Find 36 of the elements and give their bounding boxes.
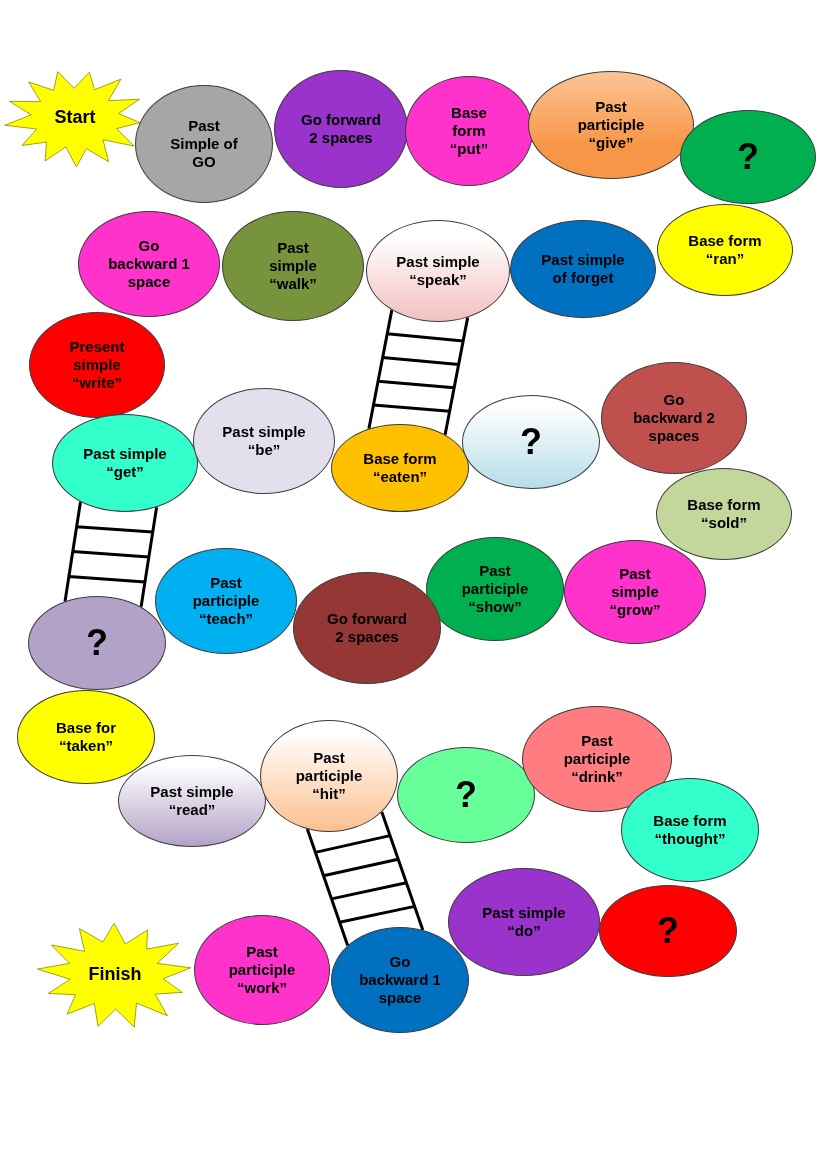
space-text: Go backward 1 space	[107, 237, 191, 291]
space-text: Past participle “drink”	[562, 732, 632, 786]
space-text: Base form “put”	[448, 104, 490, 158]
space-text: ?	[85, 621, 109, 665]
space-text: Past participle “give”	[576, 98, 646, 152]
ladder	[63, 500, 159, 609]
starburst-text: Finish	[87, 964, 143, 986]
space-text: Past participle “hit”	[294, 749, 364, 803]
space-text: Go backward 1 space	[358, 953, 442, 1007]
space-text: Past participle “work”	[227, 943, 297, 997]
space-text: Past simple “do”	[481, 904, 567, 940]
space-text: Base for “taken”	[55, 719, 117, 755]
space-text: ?	[656, 909, 680, 953]
space-text: Past simple “be”	[221, 423, 307, 459]
space-text: Base form “ran”	[687, 232, 763, 268]
space-text: Past simple “get”	[82, 445, 168, 481]
space-text: Go forward 2 spaces	[326, 610, 408, 646]
space-text: ?	[519, 420, 543, 464]
space-text: Base form “sold”	[686, 496, 762, 532]
space-text: Base form “thought”	[652, 812, 728, 848]
space-text: Past participle “teach”	[191, 574, 261, 628]
space-text: Past simple “walk”	[268, 239, 318, 293]
space-text: Past participle “show”	[460, 562, 530, 616]
starburst-text: Start	[53, 107, 97, 129]
space-text: Past simple “read”	[149, 783, 235, 819]
space-text: Past simple “grow”	[608, 565, 662, 619]
ladder	[367, 308, 470, 437]
space-text: ?	[454, 773, 478, 817]
space-text: Go backward 2 spaces	[632, 391, 716, 445]
space-text: Past Simple of GO	[169, 117, 239, 171]
space-text: Base form “eaten”	[362, 450, 438, 486]
space-text: Past simple of forget	[540, 251, 626, 287]
space-text: Go forward 2 spaces	[300, 111, 382, 147]
space-text: ?	[736, 135, 760, 179]
space-text: Past simple “speak”	[395, 253, 481, 289]
space-text: Present simple “write”	[68, 338, 126, 392]
